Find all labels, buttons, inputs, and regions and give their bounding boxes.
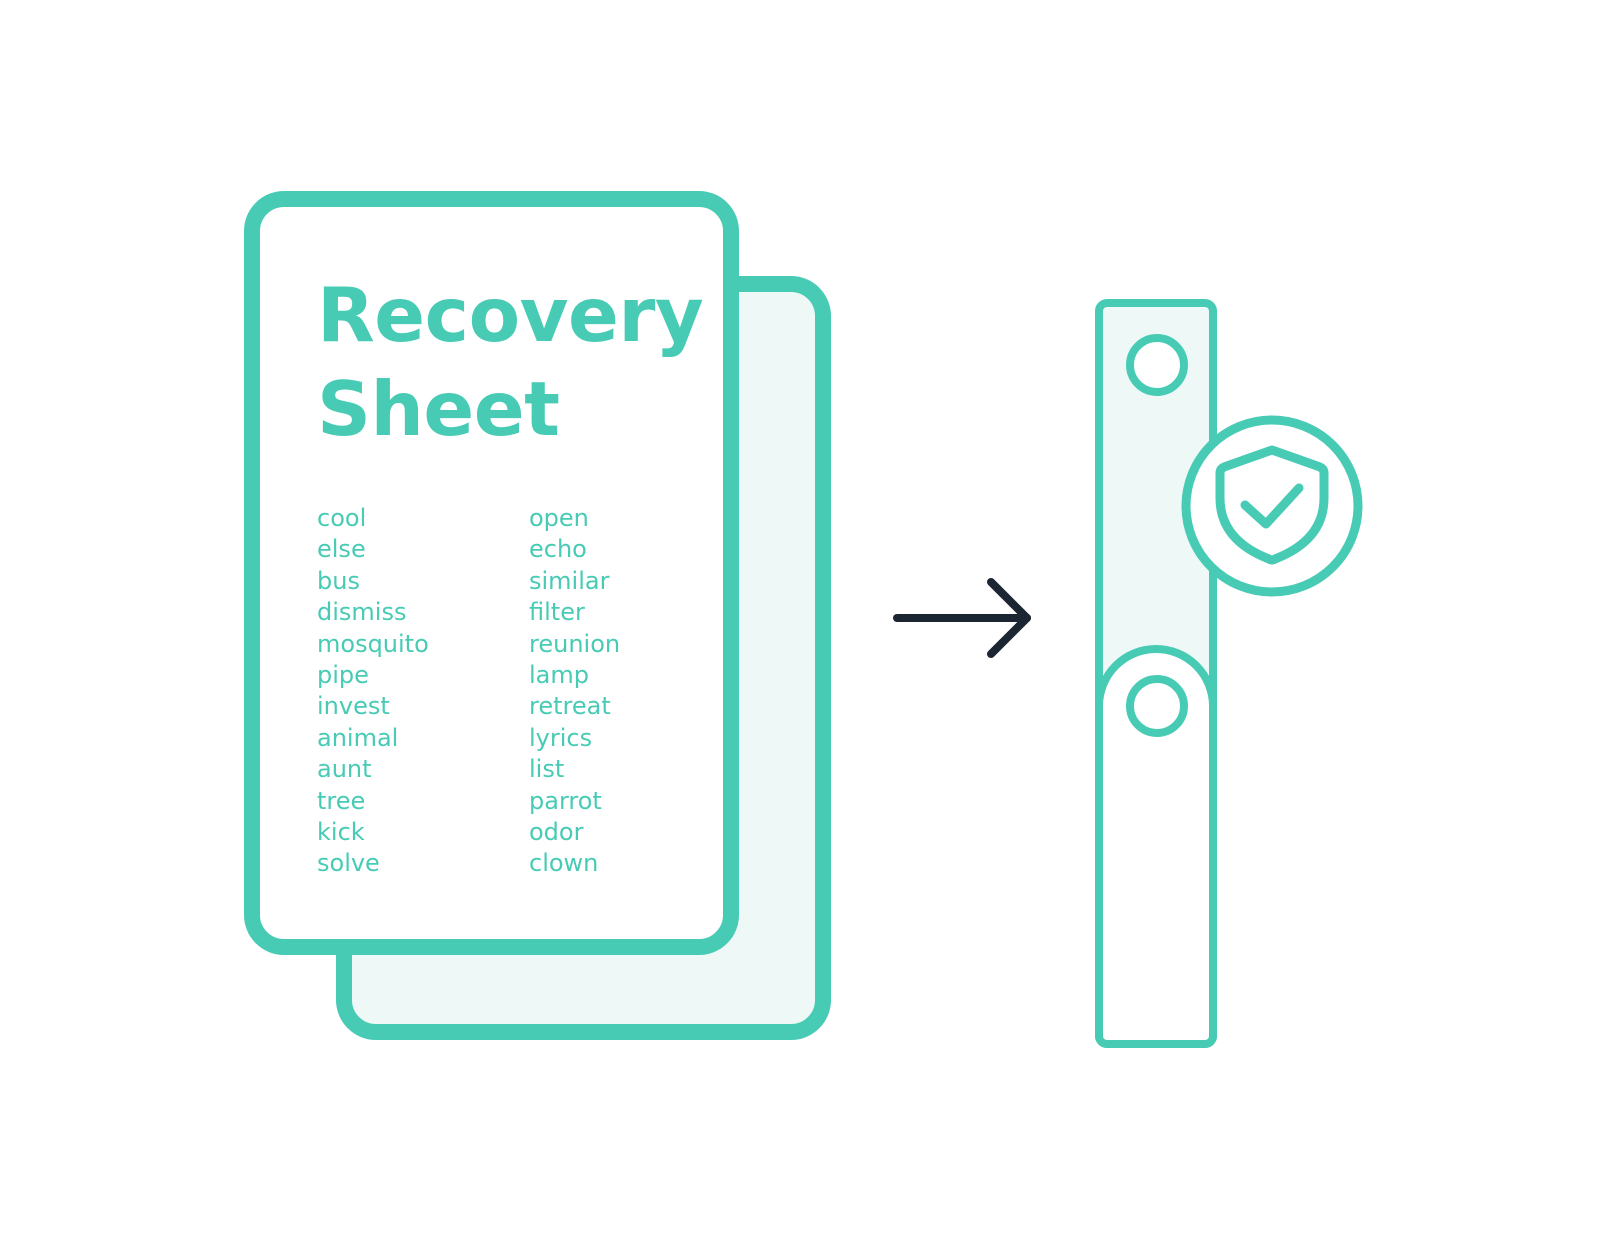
recovery-word: cool	[317, 504, 367, 532]
recovery-word: pipe	[317, 661, 369, 690]
recovery-word: lamp	[529, 661, 589, 690]
recovery-word: lyrics	[529, 723, 593, 752]
shield-check-icon	[1181, 415, 1363, 597]
sheet-title-line1: Recovery	[317, 271, 704, 359]
recovery-word: list	[529, 755, 565, 784]
recovery-word: echo	[529, 535, 587, 564]
device-top-button	[1126, 334, 1188, 396]
recovery-word: retreat	[529, 692, 611, 721]
recovery-word: solve	[317, 849, 380, 878]
device-swivel-cover	[1095, 645, 1217, 1048]
recovery-word: animal	[317, 723, 399, 752]
arrow-right-icon	[893, 578, 1031, 658]
hardware-wallet-icon	[1095, 299, 1217, 1048]
sheet-title: Recovery Sheet	[317, 268, 704, 456]
recovery-word: reunion	[529, 629, 621, 658]
recovery-word: dismiss	[317, 598, 407, 627]
recovery-word: open	[529, 504, 589, 532]
shield-shape	[1215, 445, 1329, 565]
recovery-word: else	[317, 535, 366, 564]
recovery-word: clown	[529, 849, 599, 878]
recovery-word: kick	[317, 818, 365, 847]
recovery-word: invest	[317, 692, 390, 721]
check-mark	[1240, 483, 1304, 529]
recovery-word: tree	[317, 786, 366, 815]
recovery-word: mosquito	[317, 629, 429, 658]
recovery-word: filter	[529, 598, 585, 627]
recovery-sheet	[244, 191, 739, 955]
recovery-word: bus	[317, 566, 360, 595]
recovery-word: similar	[529, 566, 610, 595]
recovery-word: odor	[529, 818, 584, 847]
sheet-title-line2: Sheet	[317, 365, 560, 453]
recovery-word: parrot	[529, 786, 602, 815]
device-swivel-pin	[1126, 675, 1188, 737]
recovery-word: aunt	[317, 755, 372, 784]
